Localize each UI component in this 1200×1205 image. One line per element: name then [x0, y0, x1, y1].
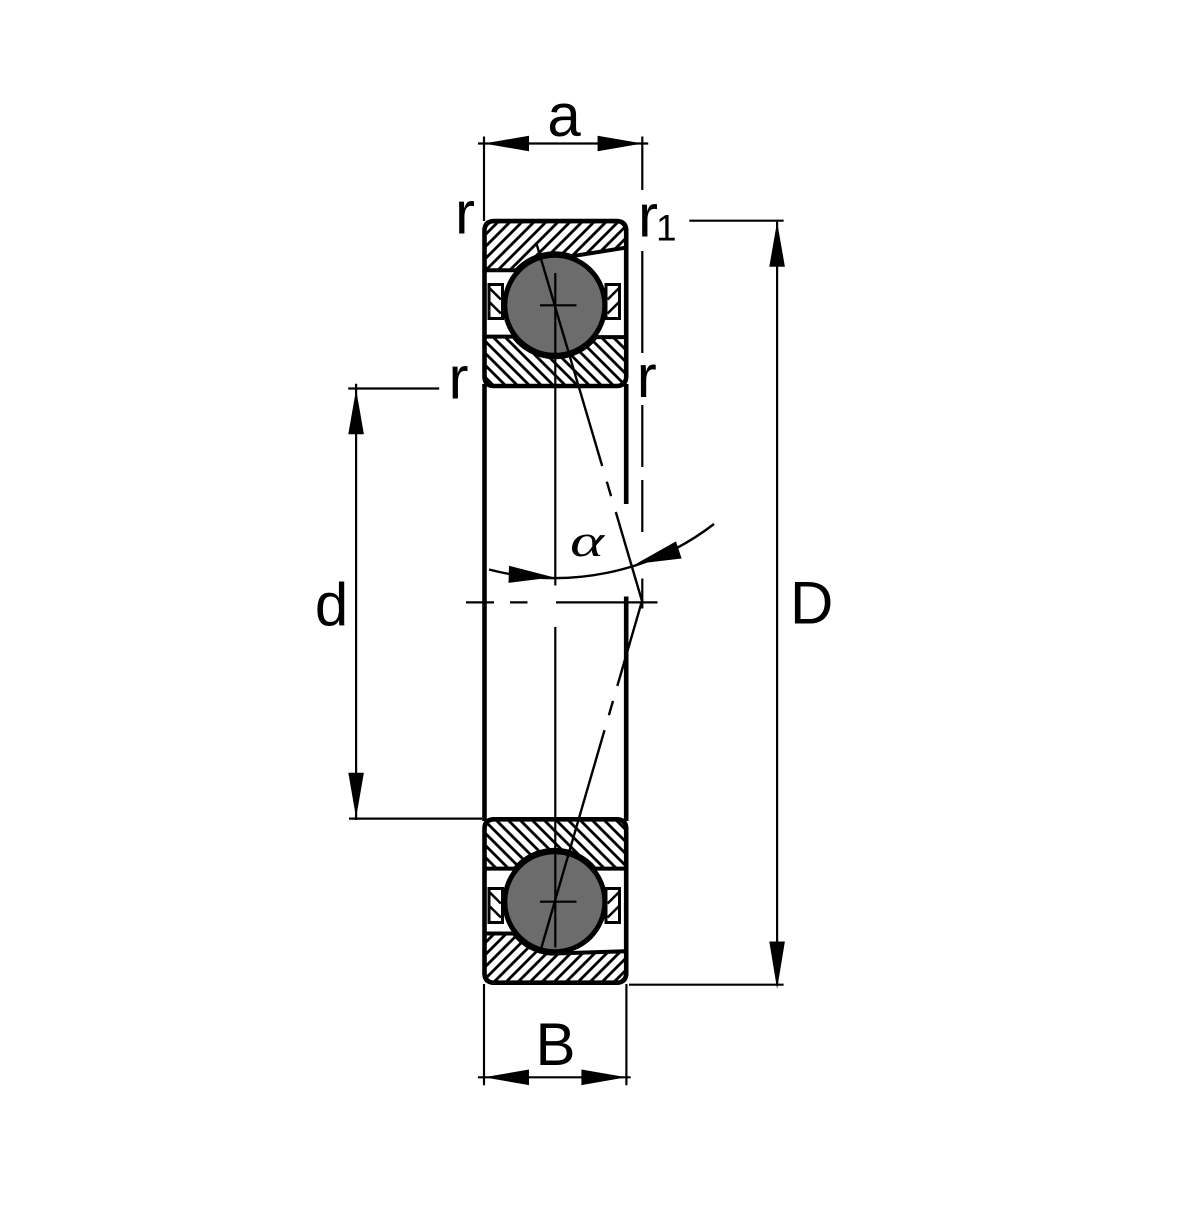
svg-text:r: r — [449, 345, 469, 412]
svg-text:r: r — [637, 343, 657, 410]
svg-text:d: d — [315, 571, 348, 638]
svg-text:r: r — [638, 182, 658, 249]
svg-text:1: 1 — [656, 208, 677, 249]
svg-text:r: r — [455, 180, 475, 247]
svg-text:D: D — [790, 570, 833, 637]
svg-text:B: B — [535, 1011, 575, 1078]
svg-text:a: a — [547, 82, 581, 149]
svg-text:α: α — [570, 515, 605, 566]
